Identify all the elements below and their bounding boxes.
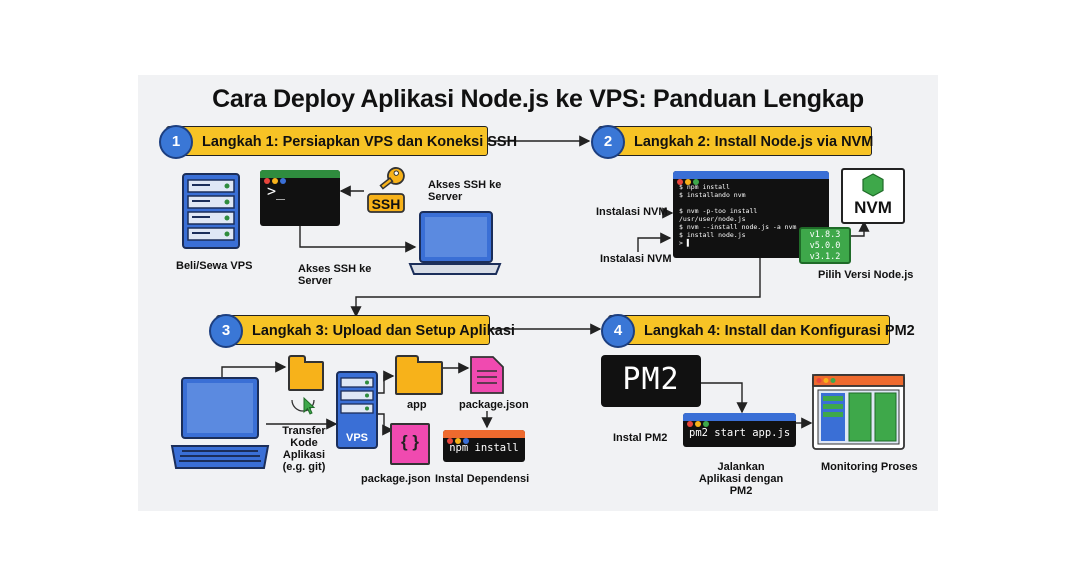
step-3-label: Langkah 3: Upload dan Setup Aplikasi [252, 323, 515, 339]
pm2-logo-text: PM2 [622, 362, 680, 397]
terminal-line: $ install node.js [679, 231, 746, 239]
pm2-logo: PM2 [601, 355, 701, 407]
arrow-terminal-to-laptop [299, 226, 417, 253]
version-label: Pilih Versi Node.js [818, 269, 914, 281]
diagram-title: Cara Deploy Aplikasi Node.js ke VPS: Pan… [212, 85, 864, 113]
app-folder-label: app [407, 399, 427, 411]
arrow-laptop-to-folder [221, 361, 287, 378]
arrow-step2-to-step3 [350, 258, 761, 318]
version-item: v1.8.3 [809, 230, 841, 240]
package-json-label-right: package.json [459, 399, 529, 411]
step-2-banner: 2 Langkah 2: Install Node.js via NVM [591, 125, 874, 159]
arrow-vps-to-app [378, 370, 395, 394]
ssh-label-bottom: Akses SSH ke Server [298, 263, 372, 287]
step-3-number: 3 [209, 314, 243, 348]
terminal-line: $ nvm --install node.js -a nvm [679, 223, 797, 231]
arrow-versions-to-nvm [851, 220, 870, 237]
terminal-line: $ installando nvm [679, 191, 746, 199]
ssh-label-top: Akses SSH ke Server [428, 179, 502, 203]
pm2-start-terminal: pm2 start app.js [683, 413, 796, 447]
version-item: v5.0.0 [809, 241, 841, 251]
arrow-vps-to-package [378, 413, 394, 436]
install-deps-label: Instal Dependensi [435, 473, 530, 485]
nvm-terminal-lines: $ npm install $ installando nvm $ nvm -p… [673, 179, 829, 251]
ssh-key-text: SSH [371, 196, 401, 212]
terminal-line: > ▌ [679, 239, 691, 247]
terminal-prompt: >_ [267, 182, 286, 200]
package-file-icon [470, 356, 504, 394]
package-json-braces-icon: { } [390, 423, 430, 465]
step-4-label: Langkah 4: Install dan Konfigurasi PM2 [644, 323, 915, 339]
nvm-logo-text: NVM [854, 198, 892, 217]
server-rack-icon [182, 173, 240, 249]
transfer-cursor-icon [291, 396, 316, 415]
nvm-install-label-1: Instalasi NVM [596, 206, 668, 218]
step-3-banner: 3 Langkah 3: Upload dan Setup Aplikasi [209, 314, 515, 348]
step-2-number: 2 [591, 125, 625, 159]
terminal-line: $ nvm -p-too install /usr/user/node.js [679, 207, 758, 223]
pm2-start-command: pm2 start app.js [689, 427, 791, 439]
pm2-install-label: Instal PM2 [613, 432, 668, 444]
braces-glyph: { } [401, 432, 419, 451]
ssh-key-icon [367, 167, 405, 213]
version-item: v3.1.2 [809, 252, 841, 262]
vps-server-icon [336, 371, 378, 449]
project-folder-icon [288, 355, 324, 391]
step-1-label: Langkah 1: Persiapkan VPS dan Koneksi SS… [202, 134, 518, 150]
nvm-install-label-2: Instalasi NVM [600, 253, 672, 265]
step-1-number: 1 [159, 125, 193, 159]
arrow-pm2-to-cmd [701, 382, 748, 414]
npm-install-command: npm install [449, 442, 519, 454]
desktop-laptop-icon [170, 377, 270, 469]
vps-label: VPS [345, 432, 368, 444]
step-1-banner: 1 Langkah 1: Persiapkan VPS dan Koneksi … [159, 125, 517, 159]
npm-install-terminal: npm install [443, 430, 525, 462]
transfer-label: Transfer Kode Aplikasi (e.g. git) [282, 425, 326, 473]
step-4-number: 4 [601, 314, 635, 348]
ssh-terminal: >_ [260, 170, 340, 226]
app-folder-icon [395, 355, 443, 395]
package-json-label-bottom: package.json [361, 473, 431, 485]
nvm-logo: NVM [841, 168, 905, 224]
server-label: Beli/Sewa VPS [176, 260, 253, 272]
step-2-label: Langkah 2: Install Node.js via NVM [634, 134, 874, 150]
terminal-line [679, 199, 823, 207]
laptop-icon [408, 211, 502, 275]
arrow-nvm-label-to-terminal [637, 232, 672, 252]
monitoring-label: Monitoring Proses [821, 461, 918, 473]
terminal-line: $ npm install [679, 183, 730, 191]
version-list: v1.8.3 v5.0.0 v3.1.2 [799, 227, 851, 264]
monitoring-dashboard-icon [812, 374, 905, 450]
step-4-banner: 4 Langkah 4: Install dan Konfigurasi PM2 [601, 314, 915, 348]
run-app-label: Jalankan Aplikasi dengan PM2 [698, 461, 784, 497]
node-hexagon-icon [862, 173, 884, 197]
